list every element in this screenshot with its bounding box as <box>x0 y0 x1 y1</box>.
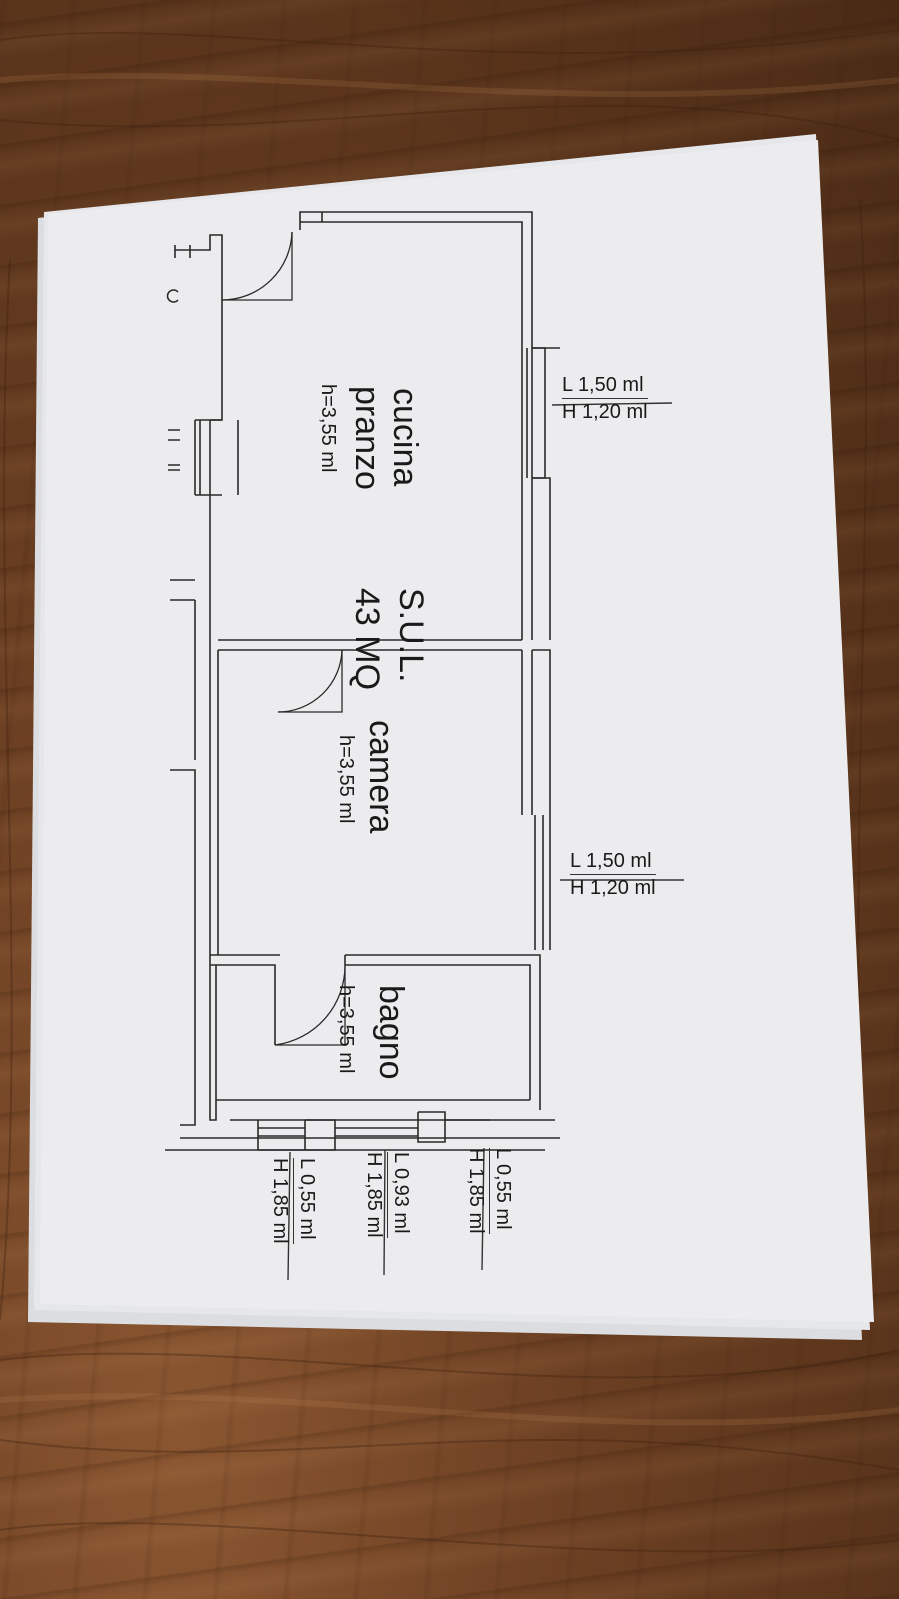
window-2-width: L 1,50 ml <box>570 848 656 875</box>
room-height-bagno: h=3,55 ml <box>335 985 357 1074</box>
room-label-camera: camera <box>362 720 400 834</box>
walls <box>165 211 560 1151</box>
room-height-cucina: h=3,55 ml <box>317 384 339 473</box>
window-dim-1: L 1,50 ml H 1,20 ml <box>562 372 648 425</box>
doors <box>221 231 346 1046</box>
window-2-height: H 1,20 ml <box>570 877 656 899</box>
window-5-height: H 1,85 ml <box>269 1158 291 1244</box>
window-3-height: H 1,85 ml <box>465 1148 487 1234</box>
window-3-width: L 0,55 ml <box>489 1148 516 1234</box>
surface-label: S.U.L. <box>392 588 430 683</box>
room-label-cucina: cucina <box>386 388 424 487</box>
room-label-bagno: bagno <box>372 985 410 1080</box>
dimension-leaders <box>287 402 684 1281</box>
window-dim-2: L 1,50 ml H 1,20 ml <box>570 848 656 901</box>
front-sheet <box>40 140 874 1322</box>
window-4-width: L 0,93 ml <box>387 1152 414 1238</box>
window-4-height: H 1,85 ml <box>363 1152 385 1238</box>
window-dim-5: L 0,55 ml H 1,85 ml <box>267 1158 320 1244</box>
window-dim-3: L 0,55 ml H 1,85 ml <box>463 1148 516 1234</box>
window-1-width: L 1,50 ml <box>562 372 648 399</box>
room-height-camera: h=3,55 ml <box>335 735 357 824</box>
window-1-height: H 1,20 ml <box>562 401 648 423</box>
surface-value: 43 MQ <box>348 588 386 691</box>
window-5-width: L 0,55 ml <box>293 1158 320 1244</box>
room-label-pranzo: pranzo <box>348 386 386 490</box>
window-dim-4: L 0,93 ml H 1,85 ml <box>361 1152 414 1238</box>
